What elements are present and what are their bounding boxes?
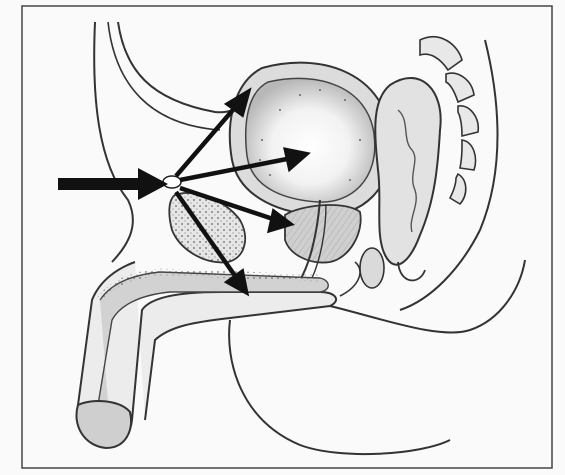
perineal-body: [360, 248, 384, 288]
bladder-lumen: [246, 78, 375, 202]
injection-site-marker: [163, 176, 181, 188]
